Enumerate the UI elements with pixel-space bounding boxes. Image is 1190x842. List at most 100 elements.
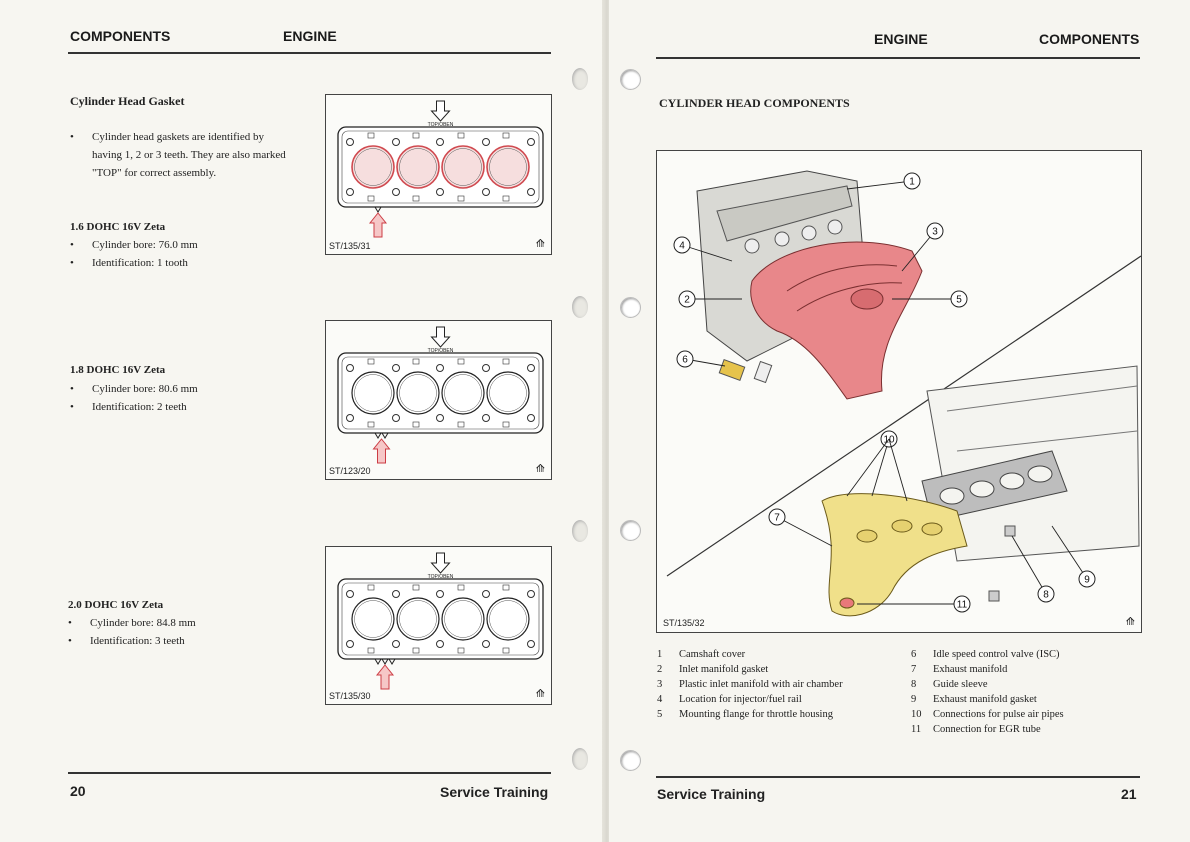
port-hole xyxy=(457,584,465,591)
top-arrow-icon xyxy=(430,552,451,574)
port-hole xyxy=(457,358,465,365)
cylinder-bore xyxy=(441,145,485,189)
gasket-inner-outline xyxy=(341,130,540,204)
identification-text: Identification: 2 teeth xyxy=(92,401,187,413)
variant-bore: •Cylinder bore: 76.0 mm xyxy=(70,239,198,251)
cylinder-bore xyxy=(441,371,485,415)
left-page: COMPONENTS ENGINE Cylinder Head Gasket •… xyxy=(68,28,588,800)
identification-text: Identification: 1 tooth xyxy=(92,257,188,269)
bolt-hole xyxy=(346,188,354,196)
cylinder-bore xyxy=(396,371,440,415)
bolt-hole xyxy=(482,414,490,422)
bolt-hole xyxy=(392,640,400,648)
callout-1: 1 xyxy=(846,172,921,190)
variant-identification: •Identification: 1 tooth xyxy=(70,257,188,269)
top-arrow-icon xyxy=(430,100,451,122)
binder-hole xyxy=(620,750,641,771)
bore-ring xyxy=(354,600,392,638)
bore-ring xyxy=(489,148,527,186)
port-hole xyxy=(367,421,375,428)
port-hole xyxy=(412,584,420,591)
bore-ring xyxy=(444,148,482,186)
cylinder-bore xyxy=(396,597,440,641)
port-hole xyxy=(457,132,465,139)
bore-ring xyxy=(399,600,437,638)
binder-hole xyxy=(620,69,641,90)
section-title: Cylinder Head Gasket xyxy=(70,94,185,108)
callout-3: 3 xyxy=(901,222,944,272)
left-footer-rule xyxy=(68,772,551,774)
bolt-hole xyxy=(482,138,490,146)
binder-hole xyxy=(572,520,588,542)
bolt-hole xyxy=(436,590,444,598)
right-footer-rule xyxy=(656,776,1140,778)
identification-text: Identification: 3 teeth xyxy=(90,635,185,647)
intro-line: "TOP" for correct assembly. xyxy=(92,167,217,179)
binder-hole xyxy=(572,296,588,318)
callout-5: 5 xyxy=(892,290,968,308)
exhaust-gasket-drawing xyxy=(921,450,1068,522)
port-hole xyxy=(367,358,375,365)
svg-text:11: 11 xyxy=(957,600,968,611)
callout-7: 7 xyxy=(768,508,833,547)
section-title: CYLINDER HEAD COMPONENTS xyxy=(659,96,850,110)
bullet-dot: • xyxy=(70,131,74,143)
gasket-outline xyxy=(337,126,544,208)
bolt-hole xyxy=(346,414,354,422)
callout-10-leader xyxy=(846,438,890,497)
svg-text:1: 1 xyxy=(909,177,915,188)
bolt-hole xyxy=(482,640,490,648)
bore-text: Cylinder bore: 76.0 mm xyxy=(92,239,198,251)
svg-text:7: 7 xyxy=(774,513,780,524)
svg-text:5: 5 xyxy=(956,295,962,306)
port-hole xyxy=(502,647,510,654)
tooth-arrow-icon xyxy=(368,212,388,238)
cylinder-bore xyxy=(351,371,395,415)
bore-text: Cylinder bore: 80.6 mm xyxy=(92,383,198,395)
callout-8: 8 xyxy=(1011,535,1055,603)
svg-text:9: 9 xyxy=(1084,575,1090,586)
variant-bore: •Cylinder bore: 84.8 mm xyxy=(68,617,196,629)
bolt-hole xyxy=(346,640,354,648)
bolt-hole xyxy=(482,364,490,372)
gasket-drawing: TOP/OBEN xyxy=(337,326,544,464)
identification-tooth xyxy=(374,432,382,439)
cylinder-bore xyxy=(486,371,530,415)
cylinder-bore xyxy=(441,597,485,641)
svg-text:4: 4 xyxy=(679,241,685,252)
bolt-hole xyxy=(482,188,490,196)
bore-ring xyxy=(354,148,392,186)
port-hole xyxy=(502,421,510,428)
bolt-hole xyxy=(392,188,400,196)
right-header-chapter: ENGINE xyxy=(874,31,928,47)
bore-ring xyxy=(354,374,392,412)
port-hole xyxy=(412,647,420,654)
port-hole xyxy=(367,584,375,591)
footer-brand: Service Training xyxy=(440,784,549,800)
gasket-outline xyxy=(337,352,544,434)
identification-tooth xyxy=(388,658,396,665)
identification-tooth xyxy=(381,658,389,665)
svg-text:8: 8 xyxy=(1043,590,1049,601)
binder-hole xyxy=(572,68,588,90)
figure-code: ST/135/30 xyxy=(329,691,371,701)
figure-code: ST/135/31 xyxy=(329,241,371,251)
port-hole xyxy=(412,421,420,428)
port-hole xyxy=(367,647,375,654)
bolt-hole xyxy=(436,640,444,648)
variant-title: 2.0 DOHC 16V Zeta xyxy=(68,599,164,611)
port-hole xyxy=(412,195,420,202)
callout-2: 2 xyxy=(678,290,742,308)
variant-title: 1.8 DOHC 16V Zeta xyxy=(70,364,166,376)
svg-text:2: 2 xyxy=(684,295,690,306)
right-header-section: COMPONENTS xyxy=(1039,31,1140,47)
bore-text: Cylinder bore: 84.8 mm xyxy=(90,617,196,629)
callout-10: 10 xyxy=(871,430,898,497)
